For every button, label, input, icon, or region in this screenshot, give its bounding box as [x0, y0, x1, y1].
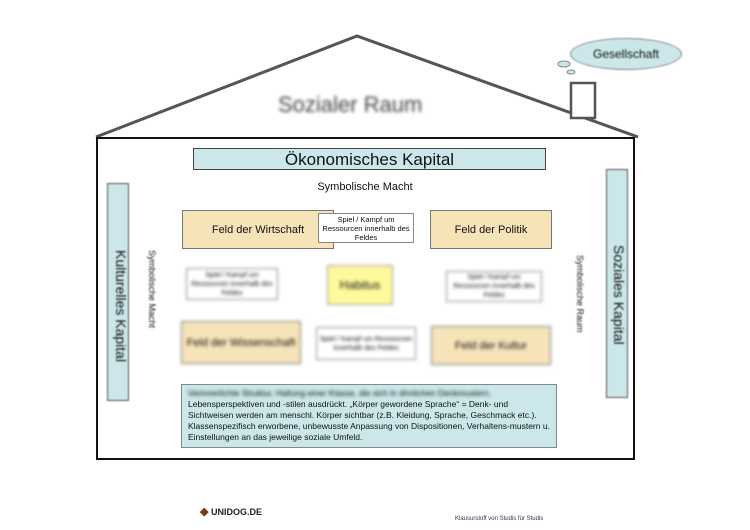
unidog-logo: ◆ UNIDOG.DE [200, 505, 262, 518]
symbolische-macht-label: Symbolische Macht [317, 181, 413, 193]
kulturelles-kapital-label: Kulturelles Kapital [113, 250, 129, 363]
note-center-bottom: Spiel / Kampf um Ressourcen innerhalb de… [316, 327, 416, 360]
feld-wirtschaft: Feld der Wirtschaft [182, 210, 334, 249]
habitus-box: Habitus [327, 265, 393, 305]
note-center-top: Spiel / Kampf um Ressourcen innerhalb de… [318, 213, 414, 243]
roof-title: Sozialer Raum [278, 92, 423, 117]
symbolische-macht-side-label: Symbolische Macht [147, 250, 157, 329]
oekonomisches-kapital-box: Ökonomisches Kapital [193, 148, 546, 170]
kulturelles-kapital-bar [107, 183, 129, 401]
feld-politik: Feld der Politik [430, 210, 552, 249]
habitus-description: Verinnerlichte Struktur, Haltung einer K… [181, 384, 557, 448]
logo-text: UNIDOG.DE [210, 507, 262, 517]
soziales-kapital-bar [606, 169, 628, 398]
footer-text: Klausurstoff von Studis für Studis [455, 516, 544, 522]
feld-wissenschaft: Feld der Wissenschaft [181, 321, 301, 364]
soziales-kapital-label: Soziales Kapital [611, 245, 627, 345]
description-text: Lebensperspektiven und -stilen ausdrückt… [188, 399, 550, 442]
symbolischer-raum-side-label: Symbolische Raum [575, 255, 585, 333]
note-right: Spiel / Kampf um Ressourcen innerhalb de… [446, 271, 542, 302]
note-left: Spiel / Kampf um Ressourcen innerhalb de… [186, 268, 278, 300]
feld-kultur: Feld der Kultur [431, 326, 551, 365]
description-line-1: Verinnerlichte Struktur, Haltung einer K… [188, 388, 491, 398]
gesellschaft-bubble: Gesellschaft [570, 38, 682, 70]
dog-icon: ◆ [200, 506, 209, 518]
gesellschaft-label: Gesellschaft [592, 47, 660, 61]
